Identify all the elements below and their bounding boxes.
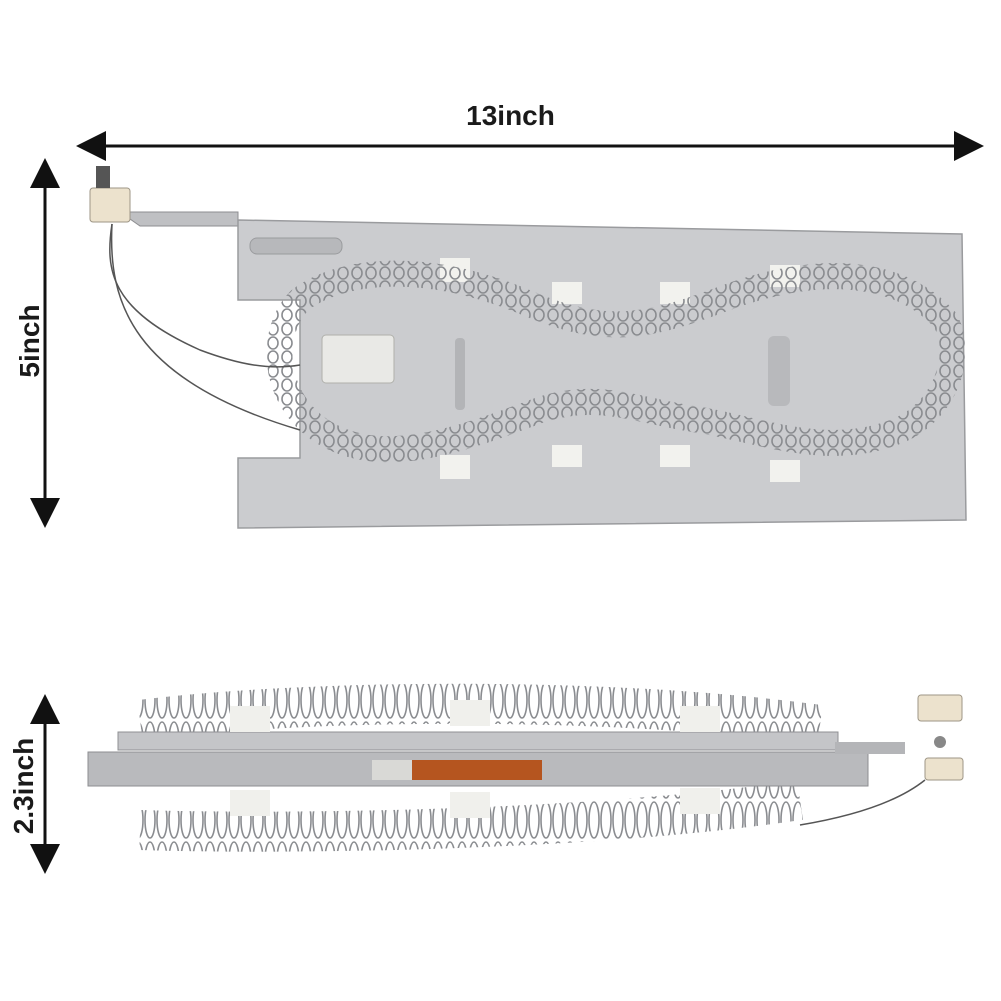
terminal-bottom [924,757,964,781]
insulator-tab [660,282,690,304]
insulator-tab [552,445,582,467]
rating-label [372,760,542,780]
terminal-block [321,334,395,384]
insulator-tab [552,282,582,304]
height-label: 5inch [14,304,45,378]
heating-coil [266,260,966,463]
insulator-tab [770,460,800,482]
thermal-fuse [89,187,131,223]
width-label: 13inch [466,100,555,131]
terminal-top [917,694,963,722]
insulator-tab [660,445,690,467]
depth-label: 2.3inch [8,737,39,835]
heater-top-view [89,166,967,529]
insulator-tab [440,455,470,479]
heater-side-view [87,683,964,852]
